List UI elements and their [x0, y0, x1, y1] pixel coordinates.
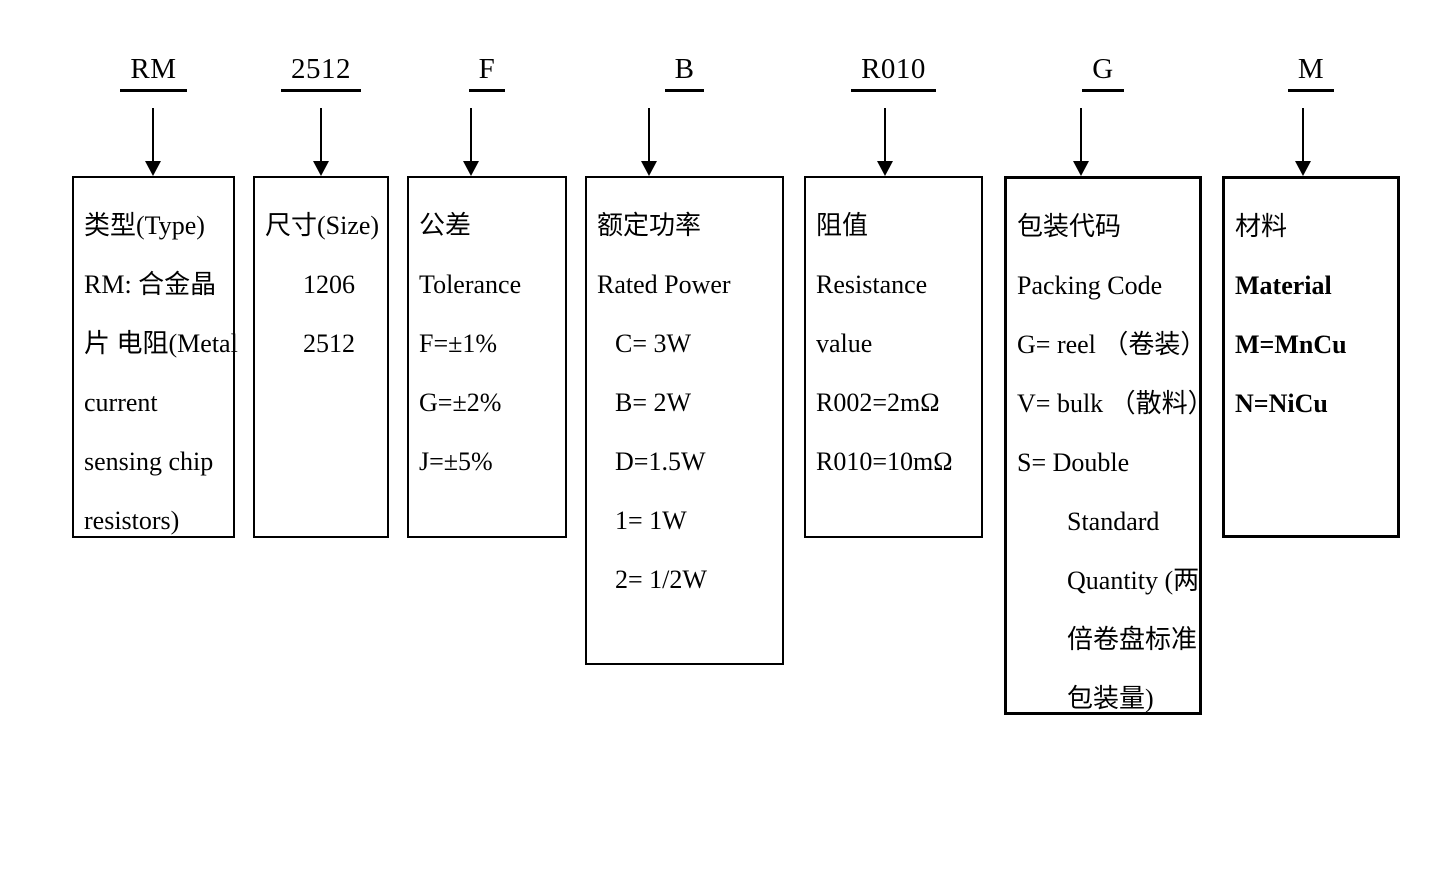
arrow-shaft — [648, 108, 650, 162]
field-line: 1206 — [303, 270, 355, 299]
arrow-head — [877, 161, 893, 176]
field-line: 2512 — [303, 329, 355, 358]
code-header-type: RM — [72, 52, 235, 92]
field-box-content-size: 尺寸(Size) 1206 2512 — [255, 178, 387, 373]
code-header-material: M — [1222, 52, 1400, 92]
field-line: N=NiCu — [1235, 389, 1328, 418]
field-line: R010=10mΩ — [816, 447, 953, 476]
arrow-head — [313, 161, 329, 176]
field-line: G= reel （卷装） — [1017, 330, 1207, 359]
arrow-down-icon-packing-code — [1073, 108, 1089, 176]
field-box-type: 类型(Type) RM: 合金晶片 电阻(Metal current sensing … — [72, 176, 238, 538]
code-label-size: 2512 — [281, 52, 361, 92]
field-box-rated-power: 额定功率 Rated Power C= 3W B= 2W D=1.5W 1= 1W 2= 1… — [585, 176, 784, 665]
field-line: 公差 — [419, 211, 472, 240]
field-line: Quantity (两 — [1067, 566, 1200, 595]
code-label-resistance-value: R010 — [851, 52, 936, 92]
arrow-head — [1295, 161, 1311, 176]
code-label-rated-power: B — [664, 52, 705, 92]
field-line: M=MnCu — [1235, 330, 1347, 359]
field-line: Packing Code — [1017, 271, 1163, 300]
arrow-shaft — [320, 108, 322, 162]
field-line: 材料 — [1235, 212, 1288, 241]
field-line: G=±2% — [419, 388, 502, 417]
field-line: 类型(Type) — [84, 211, 205, 240]
field-box-content-rated-power: 额定功率 Rated Power C= 3W B= 2W D=1.5W 1= 1W 2= 1… — [587, 178, 782, 609]
arrow-down-icon-resistance-value — [877, 108, 893, 176]
field-line: 片 电阻(Metal — [84, 329, 238, 358]
field-line: 1= 1W — [615, 506, 687, 535]
code-label-packing-code: G — [1082, 52, 1124, 92]
arrow-down-icon-material — [1295, 108, 1311, 176]
field-line: D=1.5W — [615, 447, 706, 476]
field-line: 倍卷盘标准 — [1067, 625, 1198, 654]
arrow-head — [463, 161, 479, 176]
arrow-head — [1073, 161, 1089, 176]
code-label-material: M — [1287, 52, 1335, 92]
field-line: sensing chip — [84, 447, 214, 476]
code-header-packing-code: G — [1004, 52, 1202, 92]
field-line: F=±1% — [419, 329, 498, 358]
field-line: resistors) — [84, 506, 180, 535]
field-line: R002=2mΩ — [816, 388, 940, 417]
field-line: 包装量) — [1067, 684, 1154, 713]
field-line: value — [816, 329, 873, 358]
field-box-content-type: 类型(Type) RM: 合金晶片 电阻(Metal current sensing … — [74, 178, 238, 550]
field-line: Rated Power — [597, 270, 731, 299]
code-label-type: RM — [120, 52, 187, 92]
code-header-size: 2512 — [253, 52, 389, 92]
field-line: Resistance — [816, 270, 928, 299]
arrow-head — [641, 161, 657, 176]
field-line: 额定功率 — [597, 211, 702, 240]
arrow-shaft — [470, 108, 472, 162]
field-box-content-packing-code: 包装代码 Packing Code G= reel （卷装） V= bulk （散料）… — [1007, 179, 1214, 728]
field-line: Standard — [1067, 507, 1160, 536]
field-line: 包装代码 — [1017, 212, 1122, 241]
arrow-shaft — [152, 108, 154, 162]
field-line: RM: 合金晶 — [84, 270, 217, 299]
field-line: B= 2W — [615, 388, 692, 417]
field-box-packing-code: 包装代码 Packing Code G= reel （卷装） V= bulk （散料）… — [1004, 176, 1214, 715]
arrow-head — [145, 161, 161, 176]
arrow-shaft — [1302, 108, 1304, 162]
code-header-tolerance: F — [407, 52, 567, 92]
code-header-rated-power: B — [585, 52, 784, 92]
arrow-down-icon-rated-power — [641, 108, 657, 176]
arrow-down-icon-type — [145, 108, 161, 176]
field-line: J=±5% — [419, 447, 493, 476]
field-box-size: 尺寸(Size) 1206 2512 — [253, 176, 389, 538]
field-line: S= Double — [1017, 448, 1130, 477]
code-header-resistance-value: R010 — [804, 52, 983, 92]
code-label-tolerance: F — [468, 52, 506, 92]
field-line: 2= 1/2W — [615, 565, 707, 594]
field-line: Material — [1235, 271, 1332, 300]
field-line: V= bulk （散料） — [1017, 389, 1214, 418]
field-line: C= 3W — [615, 329, 692, 358]
field-line: current — [84, 388, 158, 417]
field-line: Tolerance — [419, 270, 522, 299]
arrow-down-icon-tolerance — [463, 108, 479, 176]
field-line: 阻值 — [816, 211, 869, 240]
arrow-shaft — [884, 108, 886, 162]
field-line: 尺寸(Size) — [265, 211, 380, 240]
arrow-shaft — [1080, 108, 1082, 162]
arrow-down-icon-size — [313, 108, 329, 176]
